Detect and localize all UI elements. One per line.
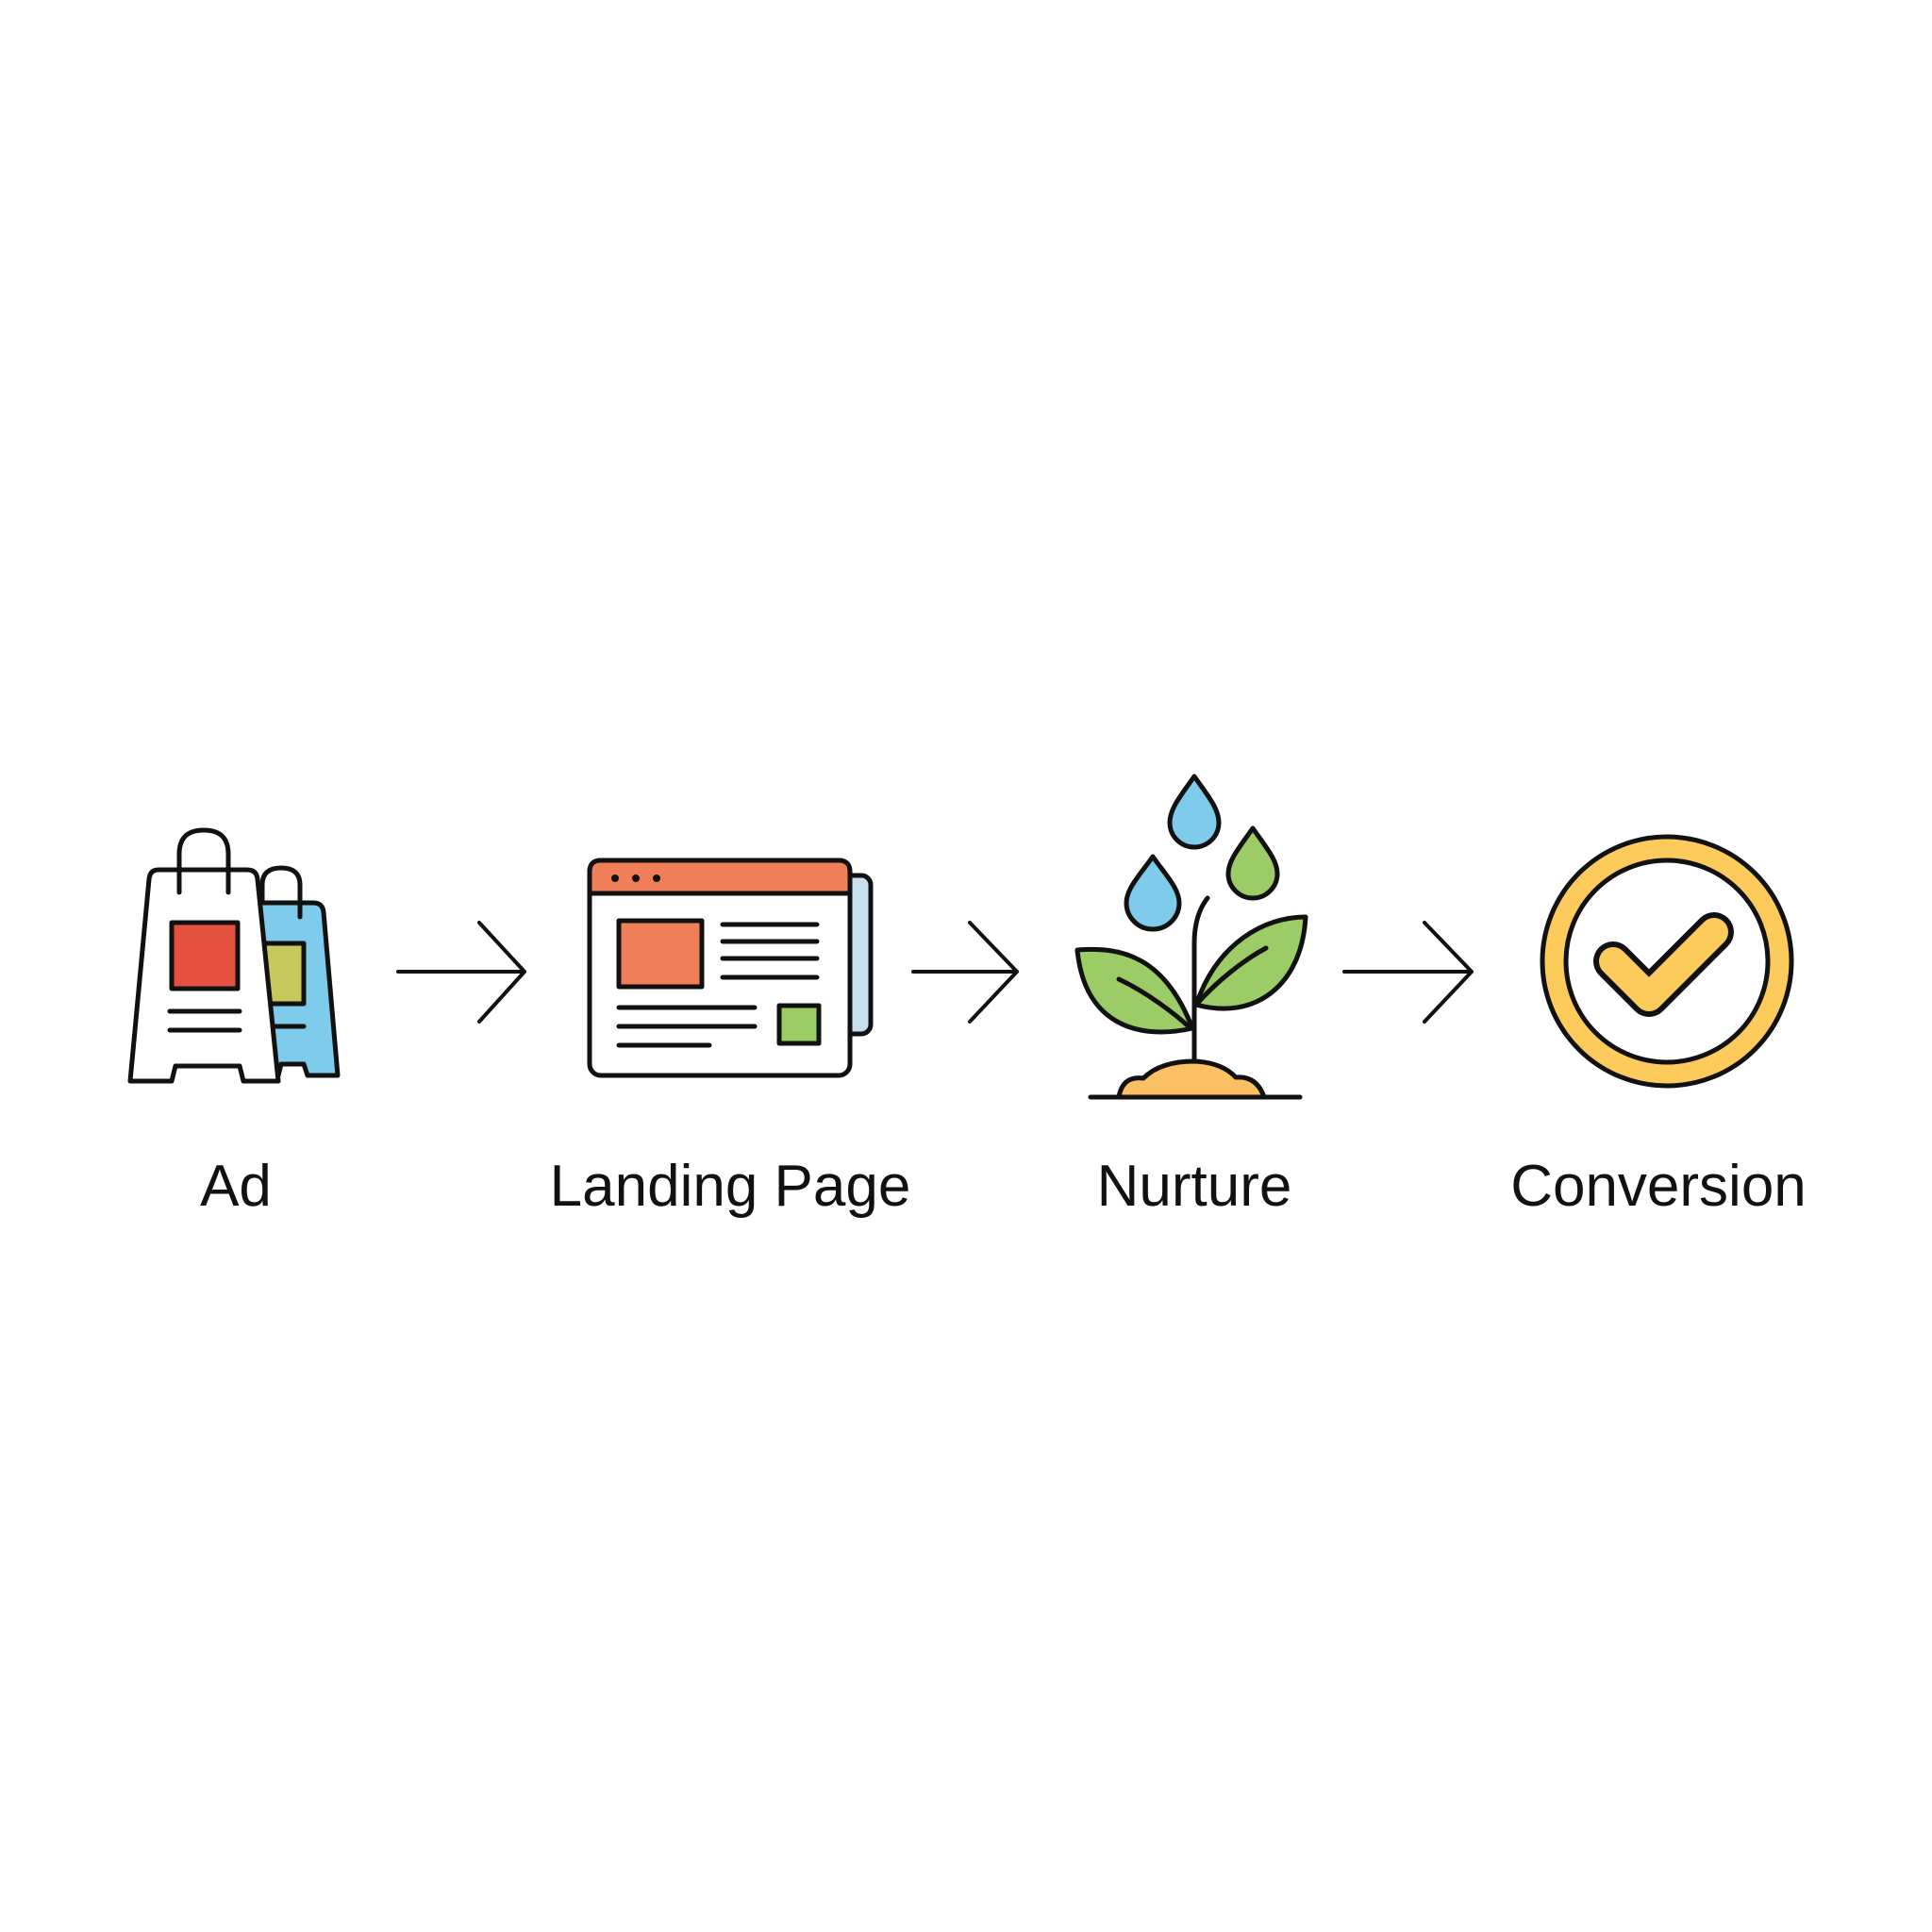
step-label-conversion: Conversion <box>1510 1154 1807 1219</box>
browser-window-icon <box>587 858 874 1078</box>
shopping-bags-ad-icon <box>127 827 341 1084</box>
arrow-right-icon <box>396 921 526 1024</box>
step-label-nurture: Nurture <box>1097 1154 1292 1219</box>
front-bag-square <box>169 920 241 991</box>
step-label-ad: Ad <box>200 1154 272 1219</box>
window-dot-2 <box>632 874 640 882</box>
leaf-right <box>1193 914 1308 1011</box>
water-drop-top <box>1167 774 1222 850</box>
leaf-vein <box>1116 976 1193 1031</box>
window-dot-3 <box>653 874 660 882</box>
water-drop-right <box>1225 825 1280 901</box>
back-bag-handle <box>259 865 303 920</box>
front-bag-handle <box>176 827 231 895</box>
title-bar <box>587 858 853 896</box>
step-label-landing-page: Landing Page <box>550 1154 911 1219</box>
soil-mound <box>1116 1058 1267 1100</box>
hero-image <box>616 918 705 990</box>
leaf-left <box>1074 946 1195 1035</box>
window-dot-1 <box>611 874 619 882</box>
stem <box>1191 895 1210 1064</box>
sprout-watering-icon <box>1074 774 1308 1100</box>
checkmark-circle-icon <box>1540 834 1794 1089</box>
leaf-vein <box>1193 945 1269 1008</box>
water-drop-left <box>1124 854 1182 932</box>
check-mark <box>1599 918 1728 1011</box>
arrow-right-icon <box>1342 921 1474 1024</box>
green-button-square <box>776 1003 822 1046</box>
arrow-right-icon <box>911 921 1019 1024</box>
